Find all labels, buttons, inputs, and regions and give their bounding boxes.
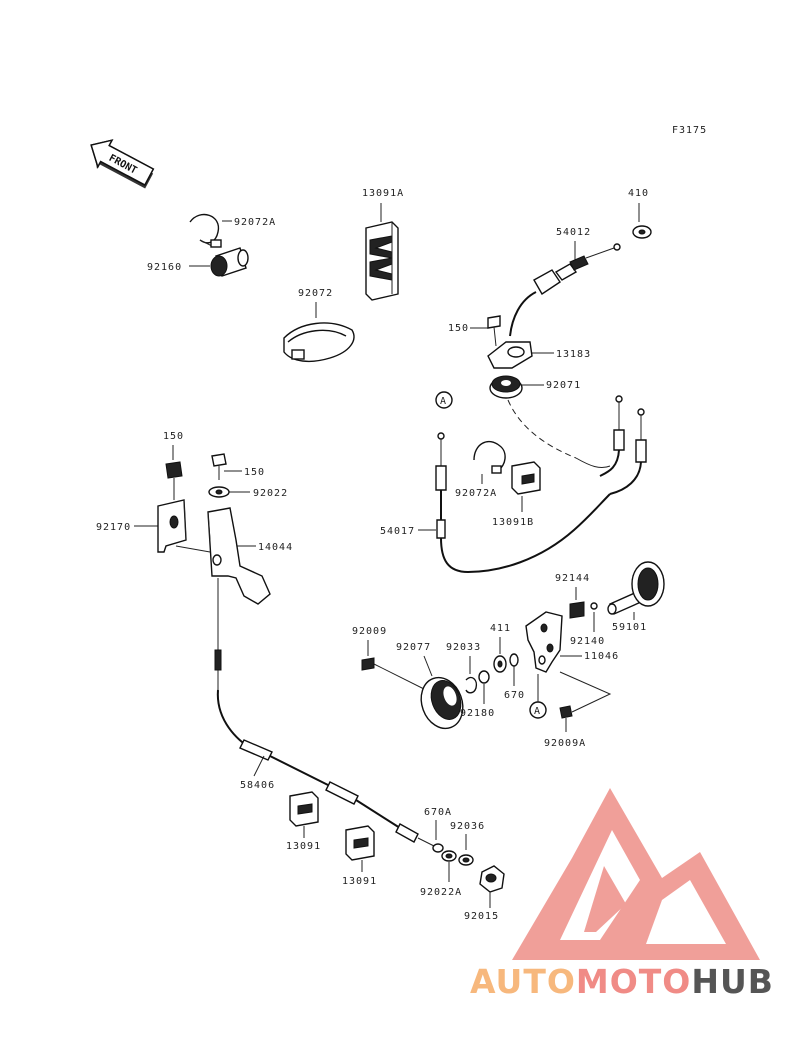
- callout-670: 670: [504, 690, 525, 701]
- part-92072-band: [283, 322, 355, 363]
- part-92009A-screw: [559, 705, 573, 719]
- front-arrow-icon: FRONT: [90, 139, 155, 189]
- part-92180-washer: [478, 670, 490, 684]
- callout-13091-right: 13091: [342, 876, 377, 887]
- part-13091-holder-right: [345, 825, 375, 861]
- callout-92072A-top: 92072A: [234, 217, 276, 228]
- callout-13091-left: 13091: [286, 841, 321, 852]
- callout-58406: 58406: [240, 780, 275, 791]
- part-54012-cable-ends: [599, 395, 647, 495]
- part-92022-washer: [208, 486, 230, 498]
- part-150-bolt-right: [487, 315, 501, 347]
- callout-59101: 59101: [612, 622, 647, 633]
- callout-92180: 92180: [460, 708, 495, 719]
- part-92033-clip: [465, 676, 478, 694]
- callout-A-top: A: [440, 396, 447, 407]
- part-150-bolt-left: [165, 461, 183, 500]
- part-92144-spring: [569, 601, 585, 619]
- part-92009-screw: [361, 657, 431, 693]
- callout-150-mid: 150: [244, 467, 265, 478]
- callout-670A: 670A: [424, 807, 452, 818]
- callout-92036: 92036: [450, 821, 485, 832]
- callout-92072: 92072: [298, 288, 333, 299]
- callout-92077: 92077: [396, 642, 431, 653]
- part-13091A-holder: [365, 221, 399, 301]
- part-54012-cable: [509, 243, 621, 337]
- callout-92022: 92022: [253, 488, 288, 499]
- part-670-ring: [509, 653, 519, 667]
- callout-13091B: 13091B: [492, 517, 534, 528]
- callout-411: 411: [490, 623, 511, 634]
- callout-92144: 92144: [555, 573, 590, 584]
- callout-92009A: 92009A: [544, 738, 586, 749]
- part-54017-cable: [435, 432, 611, 574]
- callout-92022A: 92022A: [420, 887, 462, 898]
- brand-part-hub: HUB: [691, 962, 774, 1001]
- part-92015-nut: [479, 865, 505, 893]
- callout-410: 410: [628, 188, 649, 199]
- part-92022A-washer: [441, 850, 457, 862]
- part-14044-bracket: [207, 507, 271, 605]
- part-92160-grommet: [189, 247, 249, 277]
- callout-92071: 92071: [546, 380, 581, 391]
- callout-150-right: 150: [448, 323, 469, 334]
- callout-14044: 14044: [258, 542, 293, 553]
- part-13091-holder-left: [289, 791, 319, 827]
- part-670A-ring: [432, 843, 444, 853]
- callout-13091A: 13091A: [362, 188, 404, 199]
- callout-92140: 92140: [570, 636, 605, 647]
- part-13091B-holder: [511, 461, 541, 495]
- part-410-washer: [632, 225, 652, 239]
- watermark-logo-icon: [512, 788, 760, 960]
- part-92077-knob: [420, 676, 464, 730]
- brand-part-moto: MOTO: [575, 962, 692, 1001]
- callout-92015: 92015: [464, 911, 499, 922]
- callout-92072A-mid: 92072A: [455, 488, 497, 499]
- callout-A-bottom: A: [534, 706, 541, 717]
- part-92170-bracket: [157, 499, 187, 553]
- callout-13183: 13183: [556, 349, 591, 360]
- watermark-brand-text: AUTOMOTOHUB: [470, 962, 774, 1001]
- part-13183-plate: [487, 341, 533, 369]
- part-58406-cable: [214, 578, 435, 847]
- callout-92009: 92009: [352, 626, 387, 637]
- part-92072A-strap-mid: [473, 441, 506, 474]
- callout-150-left: 150: [163, 431, 184, 442]
- callout-92160: 92160: [147, 262, 182, 273]
- brand-part-auto: AUTO: [470, 962, 576, 1001]
- part-150-bolt-mid: [211, 453, 227, 480]
- callout-54012: 54012: [556, 227, 591, 238]
- part-11046-bracket: [525, 611, 563, 673]
- figure-code: F3175: [672, 125, 707, 136]
- part-59101-shaft: [607, 561, 665, 615]
- callout-54017: 54017: [380, 526, 415, 537]
- callout-11046: 11046: [584, 651, 619, 662]
- callout-92170: 92170: [96, 522, 131, 533]
- part-92036-washer: [458, 854, 474, 866]
- callout-92033: 92033: [446, 642, 481, 653]
- part-92072A-strap-top: [189, 213, 232, 248]
- part-411-washer: [493, 655, 507, 673]
- part-92071-grommet: [489, 375, 523, 399]
